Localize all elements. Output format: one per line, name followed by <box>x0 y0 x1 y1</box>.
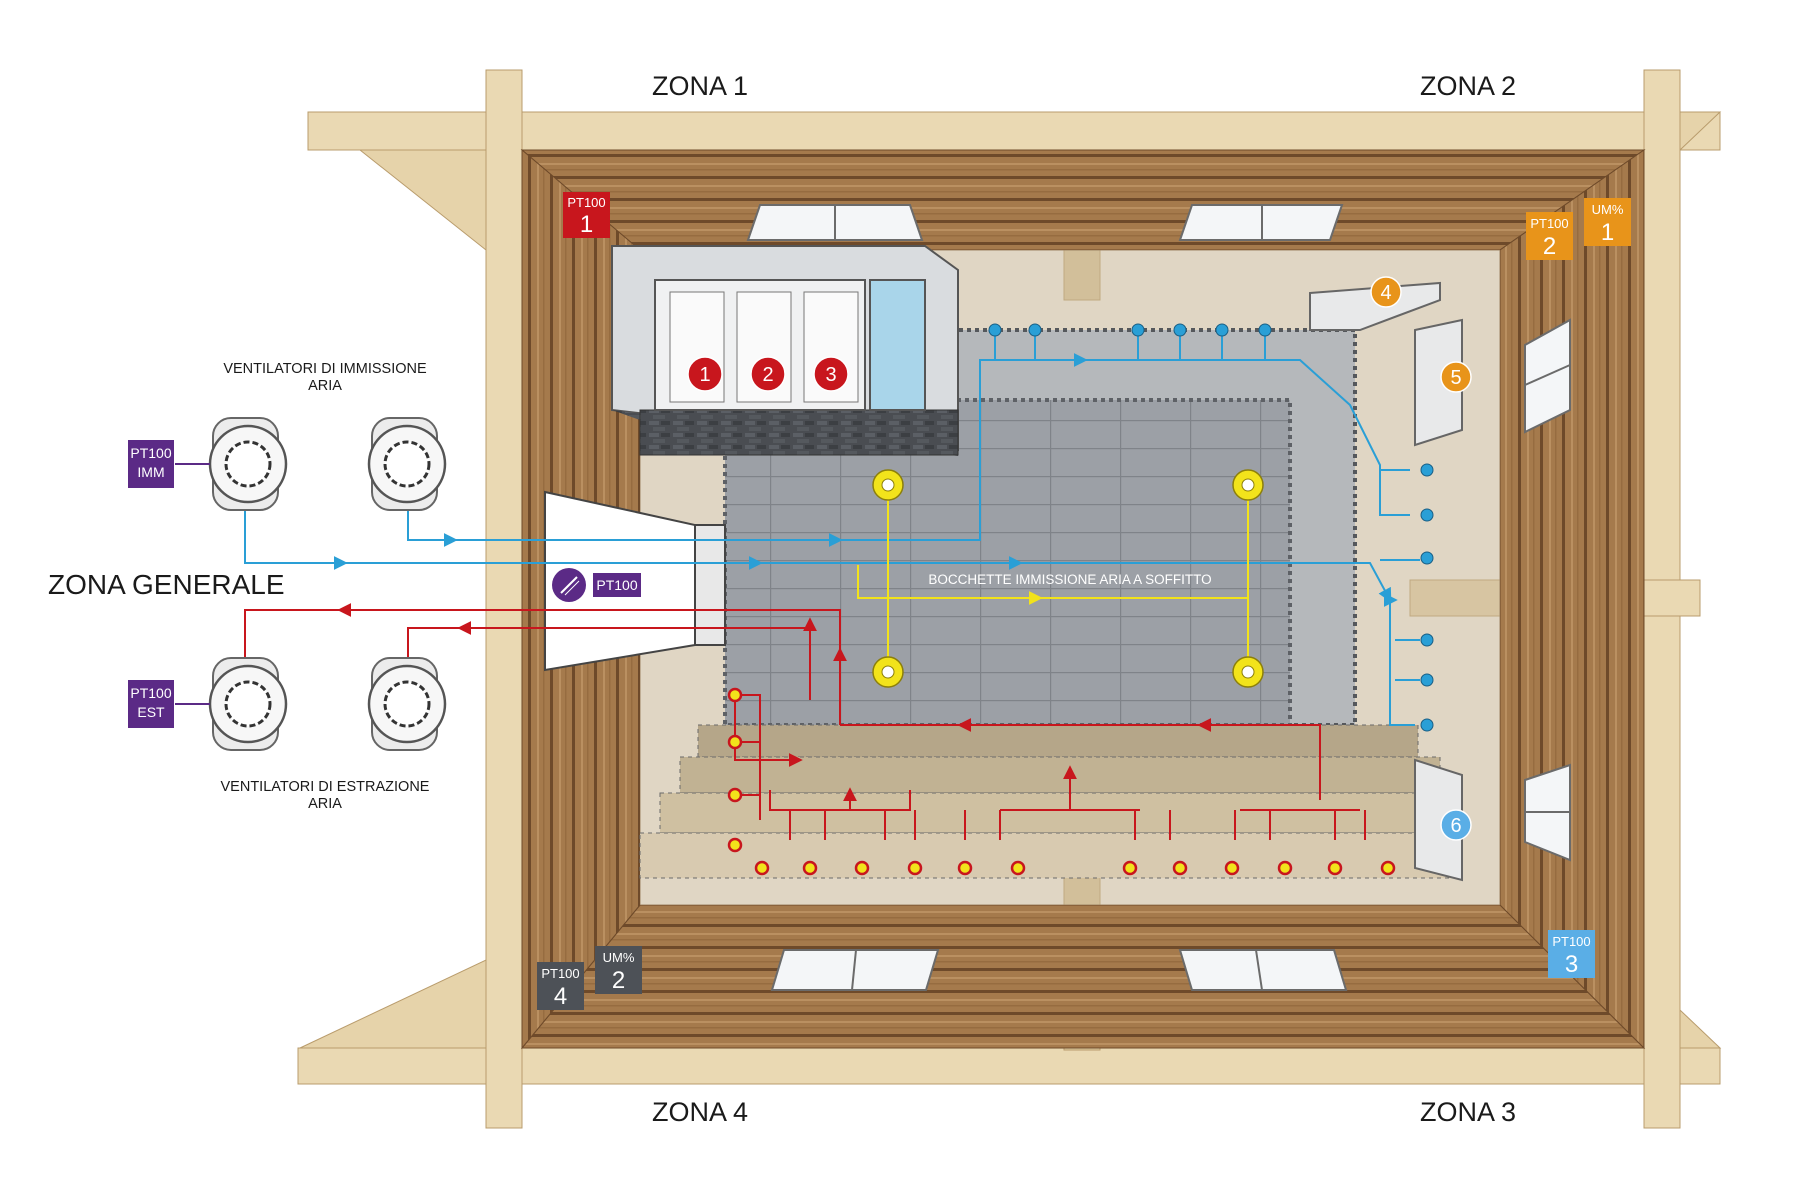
sensor-general-label: PT100 <box>596 577 637 593</box>
intake-fans-label-line1: VENTILATORI DI IMMISSIONE <box>223 361 427 377</box>
sensor-um2: UM% 2 <box>595 946 642 994</box>
heater-3-number: 3 <box>825 364 836 386</box>
sensor-pt2: PT100 2 <box>1526 212 1573 260</box>
sensor-pt4-label: PT100 <box>541 966 579 981</box>
intake-fans-label-line2: ARIA <box>308 378 342 394</box>
sensor-imm-line2: IMM <box>137 464 164 480</box>
sensor-pt4: PT100 4 <box>537 962 584 1010</box>
zone-2-title: ZONA 2 <box>1420 71 1516 101</box>
supply-ducts <box>244 330 1420 726</box>
unit-6: 6 <box>1414 758 1472 882</box>
windows <box>746 204 1571 991</box>
heater-1: 1 <box>687 356 723 392</box>
sensor-imm-line1: PT100 <box>130 445 171 461</box>
sensor-pt2-number: 2 <box>1543 233 1556 260</box>
sensor-est: PT100 EST <box>128 680 174 728</box>
sensor-pt2-label: PT100 <box>1530 216 1568 231</box>
zone-3-title: ZONA 3 <box>1420 1097 1516 1127</box>
sensor-est-line2: EST <box>137 704 165 720</box>
exhaust-fans-label-line1: VENTILATORI DI ESTRAZIONE <box>221 779 430 795</box>
exhaust-fan-2 <box>367 657 447 751</box>
heater-box <box>611 245 959 456</box>
sensor-pt4-number: 4 <box>554 983 567 1010</box>
unit-6-number: 6 <box>1450 815 1461 837</box>
heater-3: 3 <box>813 356 849 392</box>
ceiling-vents-label: BOCCHETTE IMMISSIONE ARIA A SOFFITTO <box>928 572 1211 587</box>
unit-4-number: 4 <box>1380 282 1391 304</box>
heater-2-number: 2 <box>762 364 773 386</box>
ceiling-vents <box>872 469 1264 688</box>
zone-4-title: ZONA 4 <box>652 1097 748 1127</box>
zone-general-title: ZONA GENERALE <box>48 569 285 600</box>
sensor-pt1-label: PT100 <box>567 195 605 210</box>
sensor-imm: PT100 IMM <box>128 440 174 488</box>
heater-1-number: 1 <box>699 364 710 386</box>
zone-1-title: ZONA 1 <box>652 71 748 101</box>
sensor-pt3-label: PT100 <box>1552 934 1590 949</box>
exhaust-fans-label-line2: ARIA <box>308 796 342 812</box>
sensor-pt1-number: 1 <box>580 211 593 238</box>
intake-fan-2 <box>367 417 447 511</box>
heater-2: 2 <box>750 356 786 392</box>
sensor-um2-label: UM% <box>603 950 635 965</box>
sensor-um1-number: 1 <box>1601 219 1614 246</box>
sensor-pt1: PT100 1 <box>563 192 610 238</box>
exhaust-vents <box>727 687 1396 876</box>
sensor-pt3: PT100 3 <box>1548 930 1595 978</box>
sensor-um2-number: 2 <box>612 967 625 994</box>
sensor-general: PT100 <box>552 568 641 602</box>
unit-5-number: 5 <box>1450 367 1461 389</box>
ceiling-vent-lines <box>857 485 1249 672</box>
unit-4: 4 <box>1309 276 1441 331</box>
unit-5: 5 <box>1414 318 1472 447</box>
intake-fan-1 <box>208 417 288 511</box>
exhaust-ducts <box>244 603 1366 840</box>
probe-icon <box>560 576 578 594</box>
sensor-um1-label: UM% <box>1592 202 1624 217</box>
sensor-pt3-number: 3 <box>1565 951 1578 978</box>
exhaust-fan-1 <box>208 657 288 751</box>
supply-vents <box>988 323 1434 732</box>
sensor-est-line1: PT100 <box>130 685 171 701</box>
sensor-um1: UM% 1 <box>1584 198 1631 246</box>
